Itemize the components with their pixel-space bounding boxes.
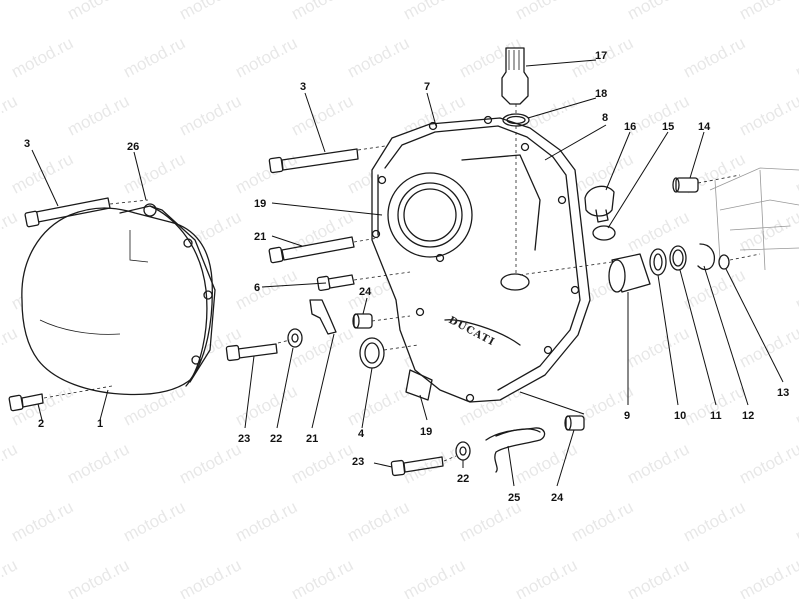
watermark-text: motod.ru [344,497,412,545]
watermark-text: motod.ru [64,91,132,139]
watermark-text: motod.ru [736,323,799,371]
watermark-text: motod.ru [680,497,748,545]
watermark-text: motod.ru [344,381,412,429]
watermark-text: motod.ru [288,555,356,599]
callout-18: 19 [254,198,266,210]
watermark-text: motod.ru [232,381,300,429]
watermark-text: motod.ru [736,439,799,487]
watermark-text: motod.ru [0,91,20,139]
watermark-text: motod.ru [624,439,692,487]
callout-19: 19 [420,426,432,438]
callout-14: 15 [662,121,674,133]
watermark-text: motod.ru [176,0,244,24]
engine-ghost [709,167,799,271]
callout-20: 21 [254,231,266,243]
watermark-text: motod.ru [64,0,132,24]
watermark-text: motod.ru [456,497,524,545]
watermark-text: motod.ru [736,0,799,24]
watermark-text: motod.ru [288,0,356,24]
watermark-text: motod.ru [624,0,692,24]
watermark-text: motod.ru [0,207,20,255]
filler-cap [501,47,530,127]
watermark-text: motod.ru [232,265,300,313]
watermark-text: motod.ru [680,265,748,313]
small-hardware [287,299,585,473]
watermark-text: motod.ru [176,91,244,139]
watermark-text: motod.ru [512,439,580,487]
callout-17: 18 [595,88,607,100]
callout-3a: 3 [24,138,30,150]
watermark-text: motod.ru [8,33,76,81]
inner-cover: DUCATI [371,115,591,403]
watermark-text: motod.ru [624,555,692,599]
watermark-text: motod.ru [120,33,188,81]
callout-22b: 22 [457,473,469,485]
callouts: 3 3 26 7 8 17 18 16 15 14 19 21 6 24 2 1… [24,50,789,504]
callout-6: 7 [424,81,430,93]
assembly-axes [43,104,761,462]
callout-7: 8 [602,112,608,124]
watermark-text: motod.ru [736,555,799,599]
callout-16: 17 [595,50,607,62]
watermark-text: motod.ru [512,555,580,599]
watermark-text: motod.ru [0,323,20,371]
watermark-text: motod.ru [792,381,799,429]
watermark-text: motod.ru [64,439,132,487]
watermark-text: motod.ru [8,497,76,545]
watermark-text: motod.ru [232,149,300,197]
callout-10: 11 [710,410,722,422]
callout-15: 16 [624,121,636,133]
watermark-text: motod.ru [0,555,20,599]
watermark-text: motod.ru [792,497,799,545]
callout-23a: 23 [238,433,250,445]
watermark-text: motod.ru [64,555,132,599]
watermark-text: motod.ru [400,0,468,24]
callout-4: 4 [358,428,365,440]
watermark-text: motod.ru [792,33,799,81]
leader-lines [31,59,784,487]
watermark-text: motod.ru [120,149,188,197]
callout-24b: 24 [551,492,564,504]
watermark-text: motod.ru [232,497,300,545]
watermark-text: motod.ru [176,555,244,599]
callout-22a: 22 [270,433,282,445]
callout-24a: 24 [359,286,372,298]
watermark-text: motod.ru [344,33,412,81]
callout-1: 1 [97,418,103,430]
callout-13: 14 [698,121,711,133]
watermark-text: motod.ru [400,555,468,599]
outer-cover [21,203,216,396]
callout-11: 12 [742,410,754,422]
watermark-text: motod.ru [288,439,356,487]
watermark-text: motod.ru [512,0,580,24]
right-small-parts [584,177,699,241]
watermark-text: motod.ru [288,91,356,139]
callout-12: 13 [777,387,789,399]
watermark-text: motod.ru [0,439,20,487]
watermark-text: motod.ru [176,439,244,487]
callout-3b: 3 [300,81,306,93]
watermark-text: motod.ru [624,323,692,371]
callout-25: 25 [508,492,520,504]
watermark-text: motod.ru [680,381,748,429]
watermark-text: motod.ru [680,33,748,81]
callout-9: 10 [674,410,686,422]
watermark-text: motod.ru [0,0,20,24]
watermark-text: motod.ru [792,265,799,313]
callout-2: 2 [38,418,44,430]
callout-26: 26 [127,141,139,153]
watermark-text: motod.ru [568,497,636,545]
callout-5: 6 [254,282,260,294]
watermark-text: motod.ru [736,91,799,139]
watermark-text: motod.ru [792,149,799,197]
callout-23b: 23 [352,456,364,468]
watermark-text: motod.ru [120,497,188,545]
callout-21: 21 [306,433,318,445]
callout-8: 9 [624,410,630,422]
watermark-text: motod.ru [232,33,300,81]
